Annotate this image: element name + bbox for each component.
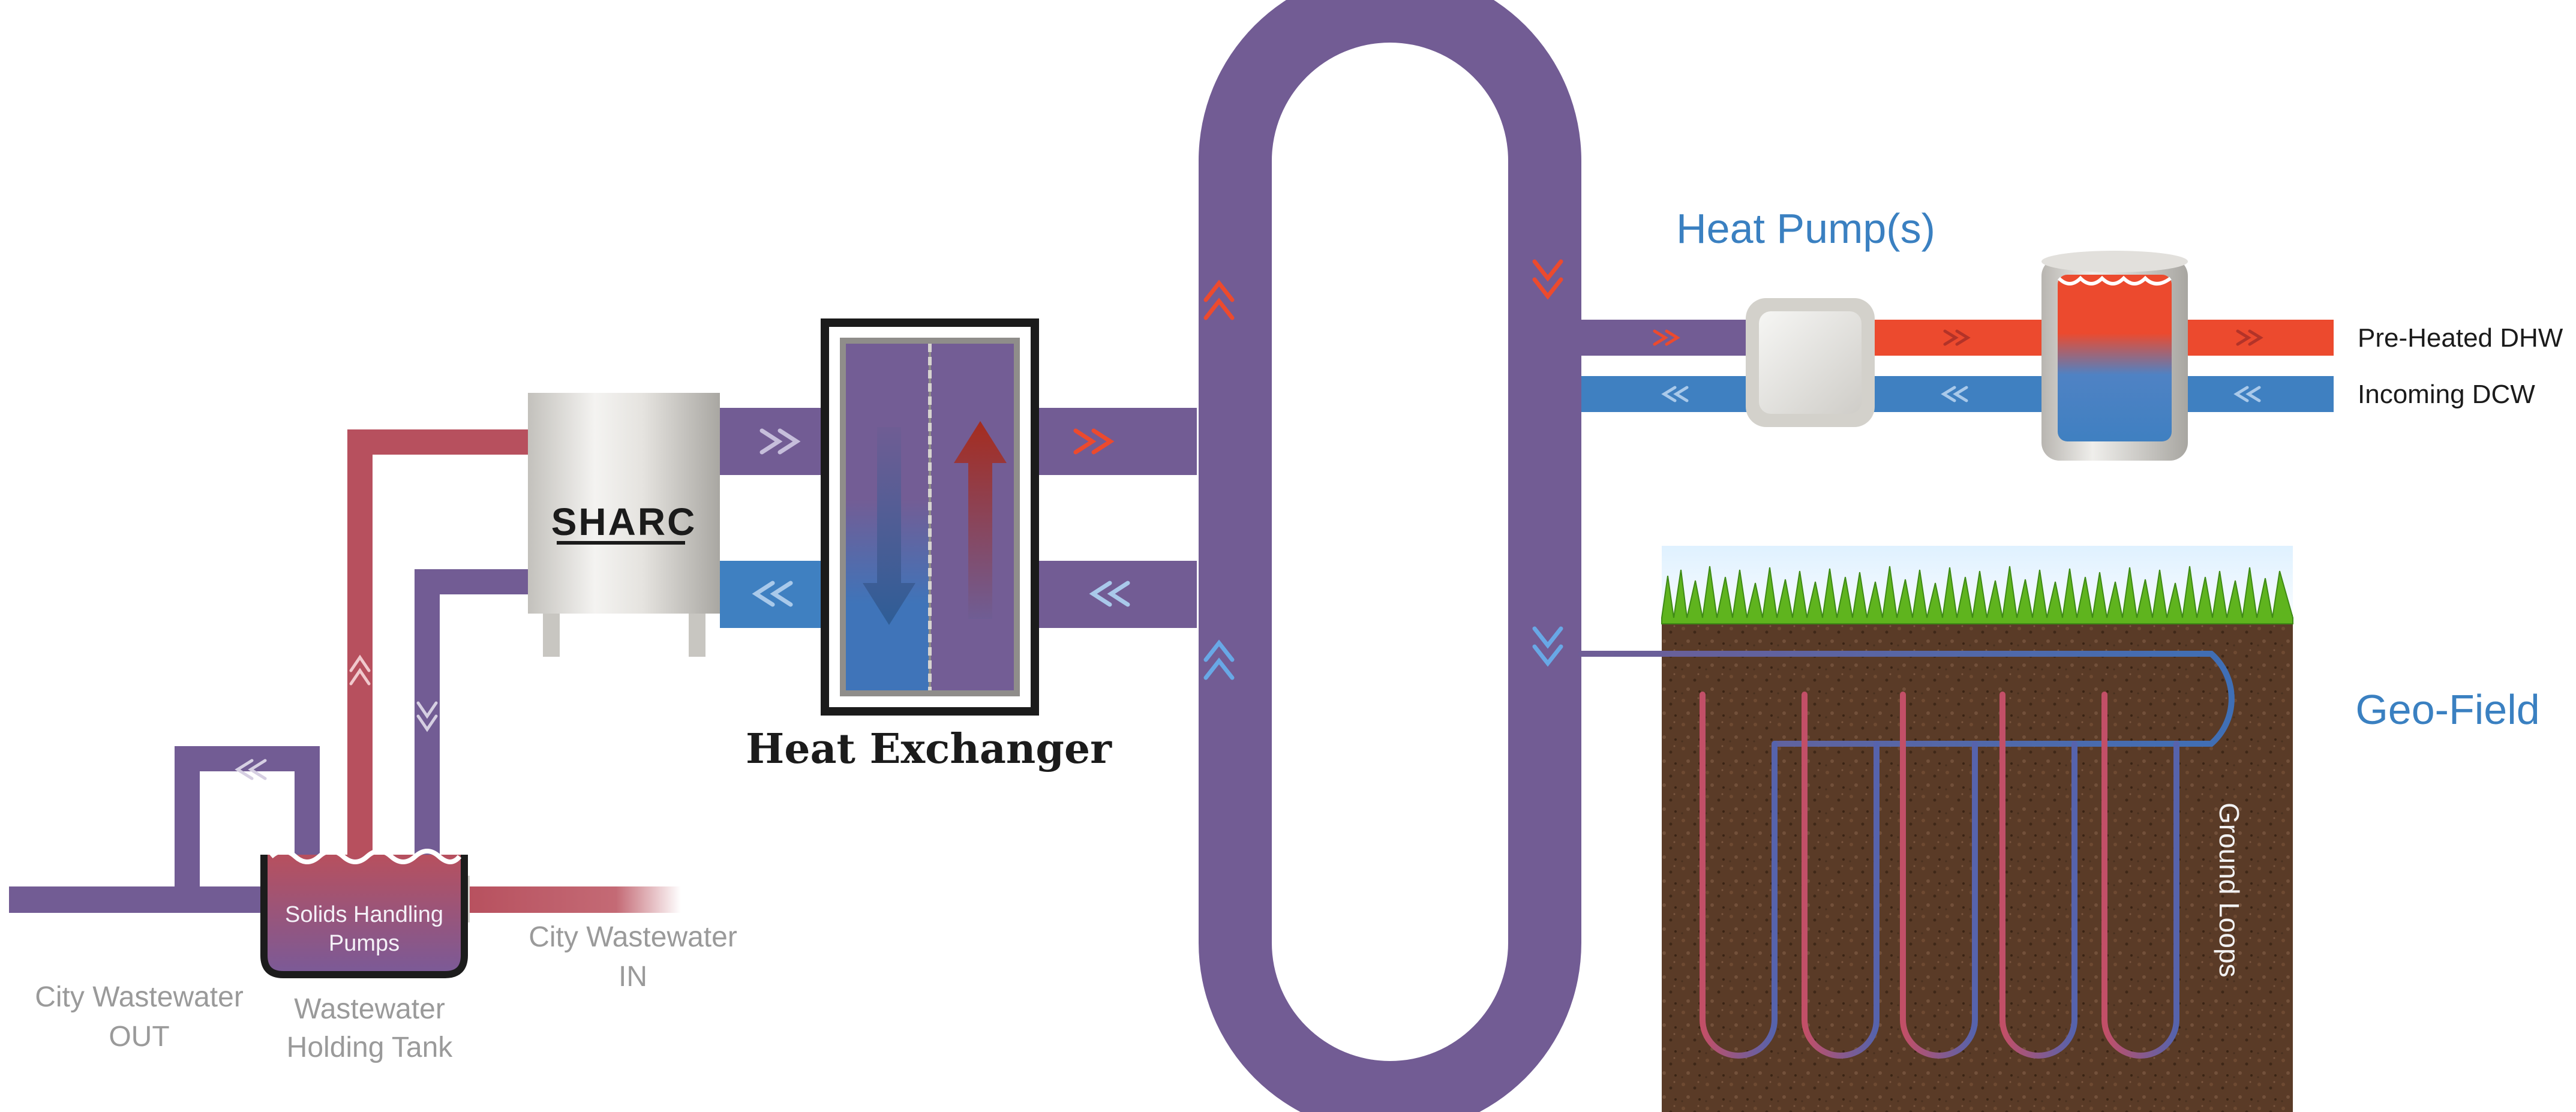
flow-arrows-heat-pump [1653, 329, 2263, 402]
heat-exchanger [821, 318, 1039, 716]
heat-pump-branch [1581, 320, 2334, 412]
hx-pipes [720, 408, 1197, 628]
sharc-logo: SHARC [551, 500, 697, 543]
flow-arrows-wastewater [235, 654, 438, 780]
city-wastewater-out-label: City Wastewater [35, 981, 244, 1013]
wastewater-holding-tank: Solids Handling Pumps [260, 849, 470, 978]
ground-loops-label: Ground Loops [2214, 803, 2245, 978]
holding-tank-label: Wastewater [294, 993, 445, 1025]
hot-up-arrow-icon [954, 421, 1007, 619]
holding-tank-sub: Holding Tank [287, 1032, 454, 1063]
wastewater-pipes [9, 429, 681, 913]
incoming-dcw-label: Incoming DCW [2358, 380, 2535, 409]
central-loop-pipe [1199, 0, 1581, 1112]
pre-heated-dhw-label: Pre-Heated DHW [2358, 323, 2563, 353]
city-wastewater-in-label: City Wastewater [529, 921, 737, 953]
tank-label-line2: Pumps [329, 931, 400, 956]
cold-down-arrow-icon [863, 427, 915, 625]
geo-field-title: Geo-Field [2355, 686, 2539, 733]
heat-pump-unit [1746, 298, 1875, 427]
flow-arrows-hx [752, 428, 1130, 607]
city-wastewater-in-sub: IN [619, 961, 647, 993]
ground-loops [1578, 651, 2235, 1059]
tank-label-line1: Solids Handling [285, 902, 443, 927]
flow-arrows-loop [1203, 259, 1563, 680]
heat-pumps-title: Heat Pump(s) [1676, 205, 1935, 252]
geo-field-soil [1661, 546, 2293, 1112]
sharc-unit: SHARC [528, 393, 720, 657]
heat-exchanger-label: Heat Exchanger [746, 725, 1112, 773]
storage-cylinder [2041, 251, 2188, 461]
city-wastewater-out-sub: OUT [109, 1021, 169, 1053]
